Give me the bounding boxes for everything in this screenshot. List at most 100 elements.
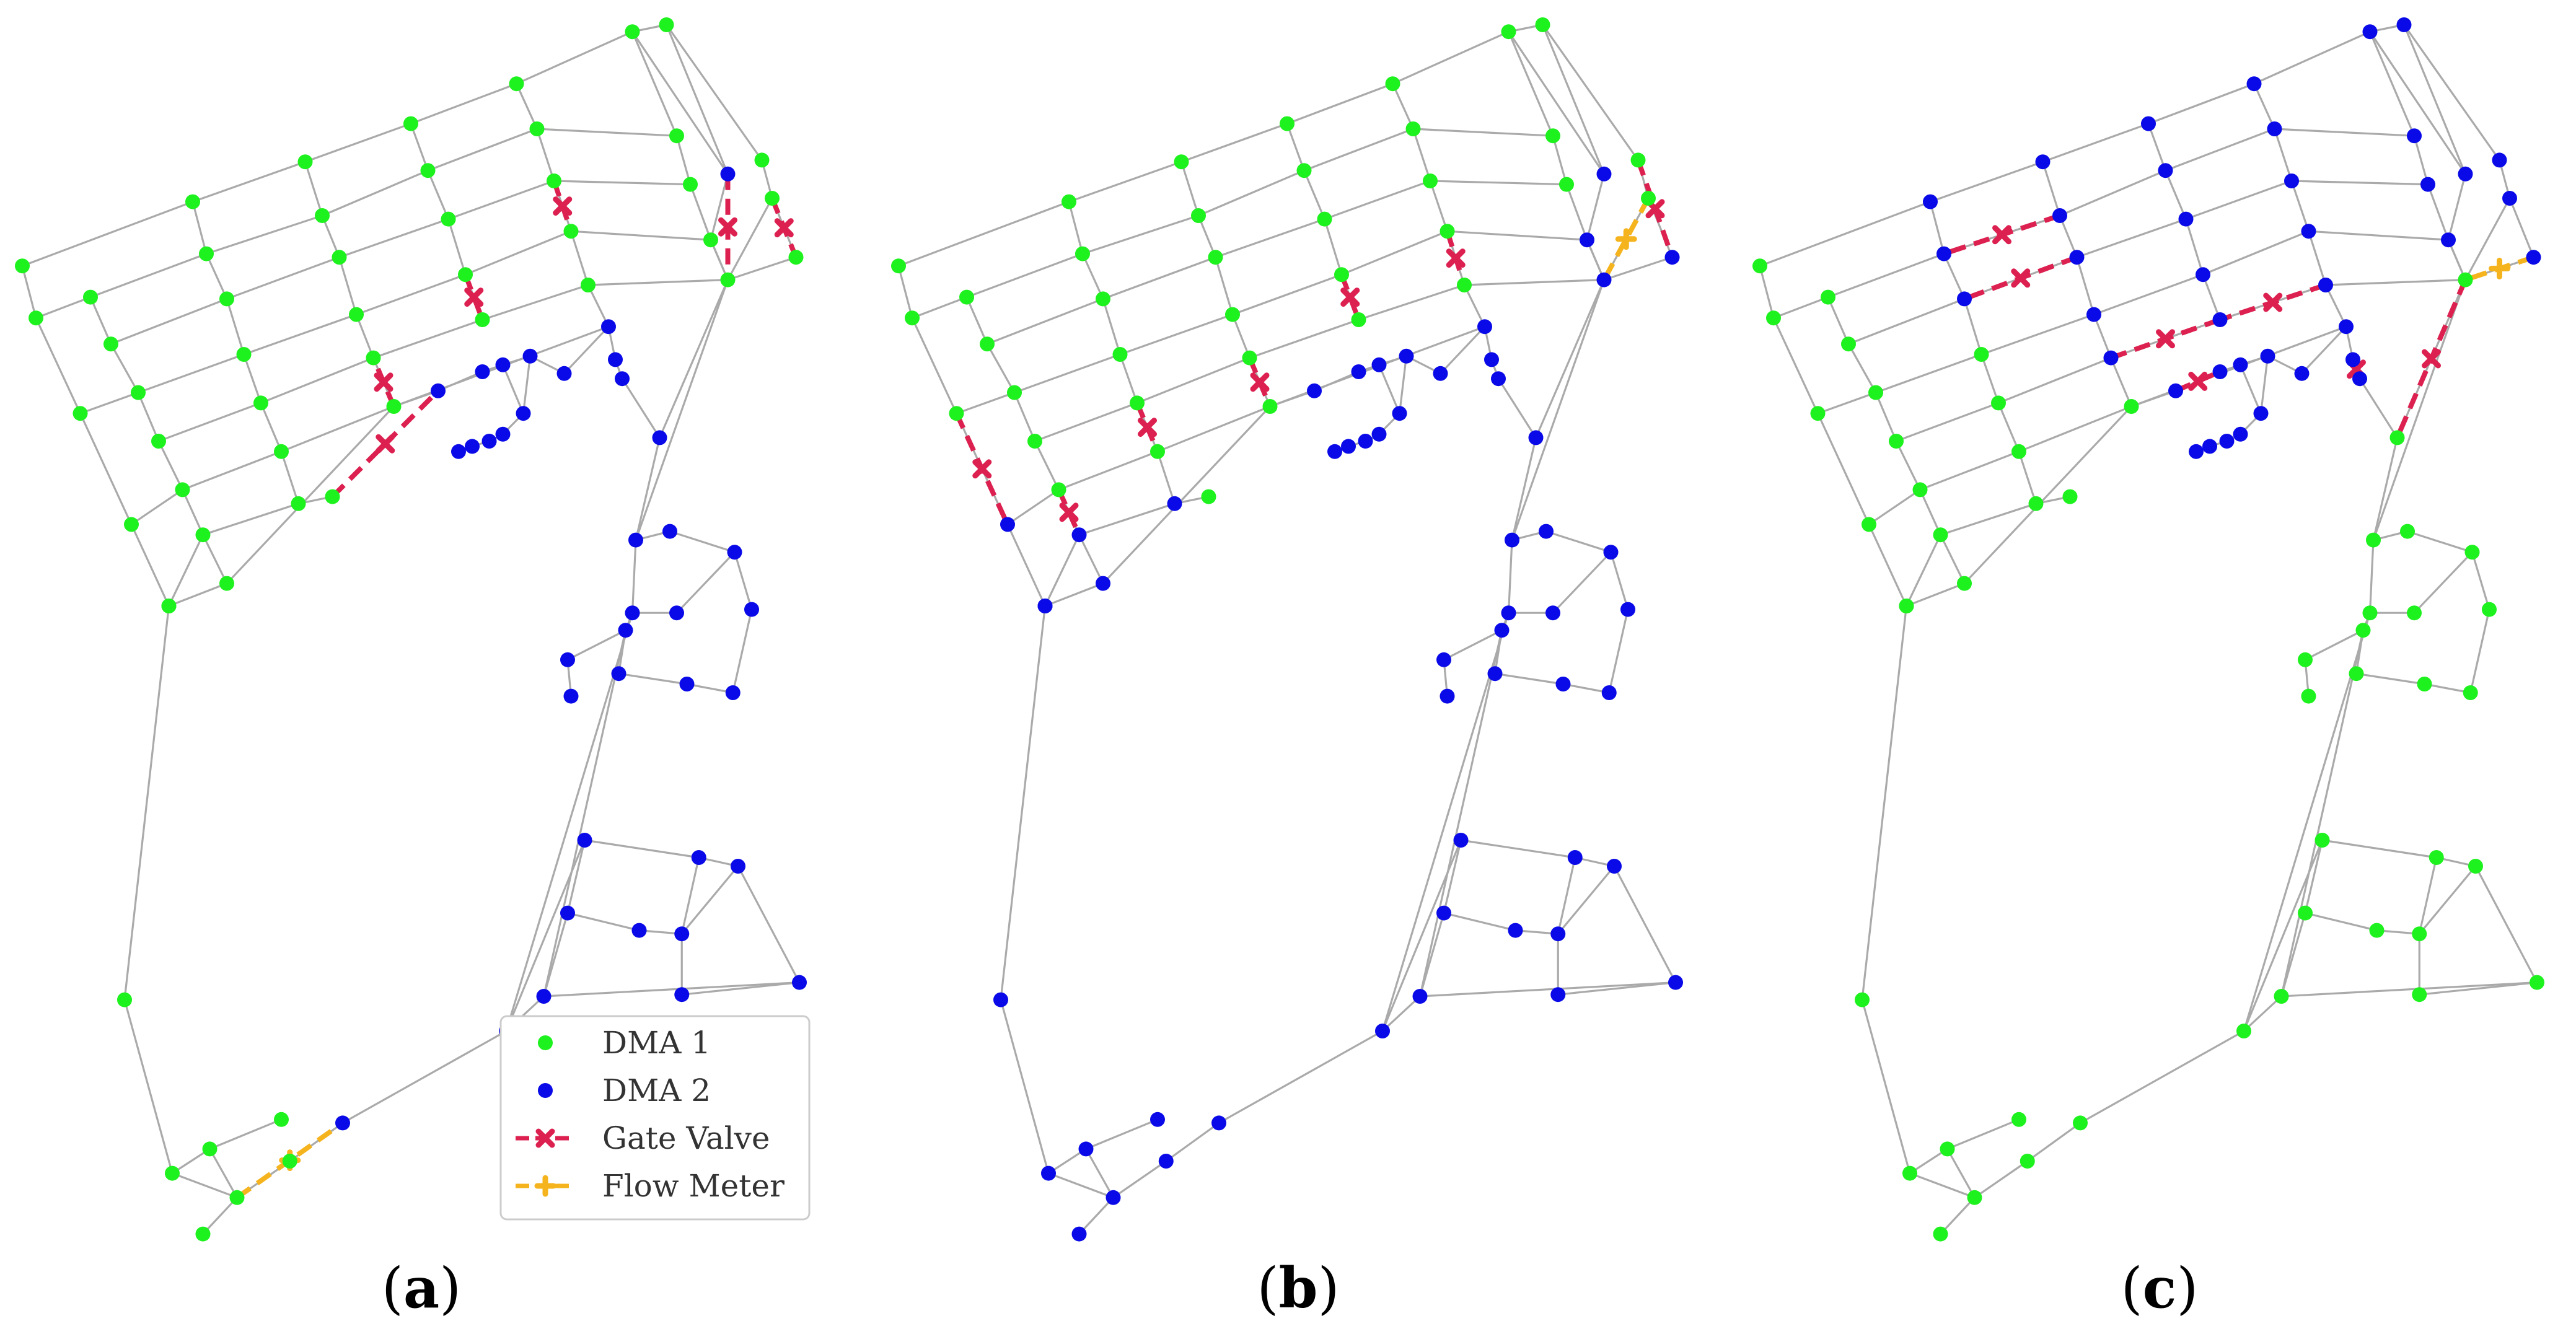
dma2-node	[465, 439, 480, 454]
dma2-node	[2086, 307, 2101, 322]
dma1-node	[2407, 605, 2422, 621]
dma2-node	[744, 602, 759, 617]
dma2-node	[731, 859, 745, 874]
pipe-edge	[2369, 31, 2466, 175]
legend-frame	[499, 1015, 811, 1221]
gate-valve-marker	[1250, 372, 1270, 392]
pipe-edge	[2427, 184, 2450, 240]
dma1-node	[2020, 1154, 2035, 1169]
pipe-edge	[542, 913, 569, 997]
pipe-edge	[1896, 402, 1999, 442]
dma2-node	[2318, 278, 2333, 292]
pipe-edge	[130, 524, 170, 607]
dma2-node	[2526, 250, 2541, 265]
pipe-edge	[2413, 135, 2429, 185]
pipe-edge	[1868, 524, 1907, 607]
pipe-edge	[1102, 405, 1271, 584]
pipe-edge	[1443, 912, 1516, 932]
dma2-node	[631, 923, 647, 938]
pipe-edge	[35, 296, 91, 319]
pipe-edge	[1552, 551, 1612, 614]
dma1-node	[274, 1112, 289, 1127]
dma1-node	[1457, 278, 1472, 292]
dma1-node	[2298, 652, 2313, 667]
dma1-node	[441, 211, 456, 227]
pipe-edge	[304, 161, 323, 216]
dma1-node	[905, 310, 920, 326]
pipe-edge	[543, 981, 800, 998]
pipe-edge	[447, 180, 555, 221]
pipe-edge	[1078, 1196, 1114, 1235]
pipe-edge	[1943, 253, 1966, 300]
dma1-node	[2369, 923, 2385, 938]
dma2-node	[2196, 267, 2210, 283]
dma1-node	[1912, 482, 1928, 498]
pipe-edge	[898, 201, 1070, 267]
dma2-node	[2396, 17, 2412, 32]
pipe-edge	[1772, 317, 1819, 414]
dma1-node	[1545, 128, 1560, 144]
dma2-node	[2352, 371, 2367, 387]
pipe-edge	[2110, 357, 2132, 407]
dma1-node	[175, 482, 190, 498]
gate-valve-marker	[1446, 248, 1466, 268]
pipe-edge	[1759, 201, 1931, 267]
pipe-edge	[1068, 201, 1084, 255]
dma1-node	[103, 336, 118, 352]
dma2-node	[1106, 1190, 1121, 1205]
pipe-edge	[584, 839, 699, 859]
pipe-edge	[2372, 437, 2399, 540]
pipe-edge	[1286, 123, 1306, 171]
pipe-edge	[1608, 609, 1629, 693]
dma1-node	[703, 232, 718, 248]
pipe-edge	[226, 298, 245, 355]
pipe-edge	[1034, 402, 1138, 442]
flow-meter-marker	[1615, 228, 1637, 250]
pipe-edge	[2148, 82, 2255, 125]
pipe-edge	[1447, 230, 1588, 241]
pipe-edge	[2469, 609, 2490, 693]
pipe-edge	[1946, 1148, 1976, 1198]
dma1-node	[980, 336, 995, 352]
network-panel-c	[1752, 17, 2544, 1242]
pipe-edge	[1231, 314, 1251, 359]
pipe-edge	[911, 317, 957, 414]
pipe-edge	[1381, 840, 1462, 1032]
pipe-edge	[182, 450, 282, 491]
pipe-edge	[355, 314, 374, 359]
pipe-edge	[635, 437, 661, 540]
pipe-edge	[2059, 169, 2166, 217]
pipe-edge	[1418, 913, 1445, 997]
pipe-edge	[1586, 173, 1606, 240]
pipe-edge	[447, 219, 467, 275]
gate-valve-marker	[1992, 225, 2011, 245]
pipe-edge	[1909, 1148, 1948, 1174]
pipe-edge	[1378, 364, 1400, 414]
pipe-edge	[1314, 371, 1360, 392]
dma1-node	[2028, 496, 2044, 511]
pipe-edge	[666, 24, 729, 175]
pipe-edge	[393, 390, 439, 408]
pipe-edge	[1007, 489, 1060, 525]
dma2-node	[2458, 166, 2473, 182]
pipe-edge	[1827, 296, 1850, 344]
pipe-edge	[1180, 123, 1288, 163]
dma1-node	[2458, 272, 2473, 287]
pipe-edge	[2301, 326, 2347, 374]
pipe-edge	[1341, 230, 1448, 276]
dma2-node	[1436, 652, 1451, 667]
dma2-node	[1412, 989, 1428, 1004]
dma1-node	[1821, 289, 1835, 305]
pipe-edge	[2253, 83, 2275, 129]
dma1-node	[15, 258, 30, 274]
dma2-node	[1392, 406, 1407, 421]
pipe-edge	[338, 218, 449, 258]
pipe-edge	[1563, 683, 1610, 694]
device-layer	[954, 159, 1675, 536]
dma1-node	[1242, 350, 1257, 366]
pipe-edge	[157, 441, 183, 491]
dma1-node	[2400, 524, 2415, 539]
dma1-node	[1208, 250, 1223, 265]
pipe-edge	[737, 866, 801, 983]
pipe-edge	[1759, 265, 1775, 318]
